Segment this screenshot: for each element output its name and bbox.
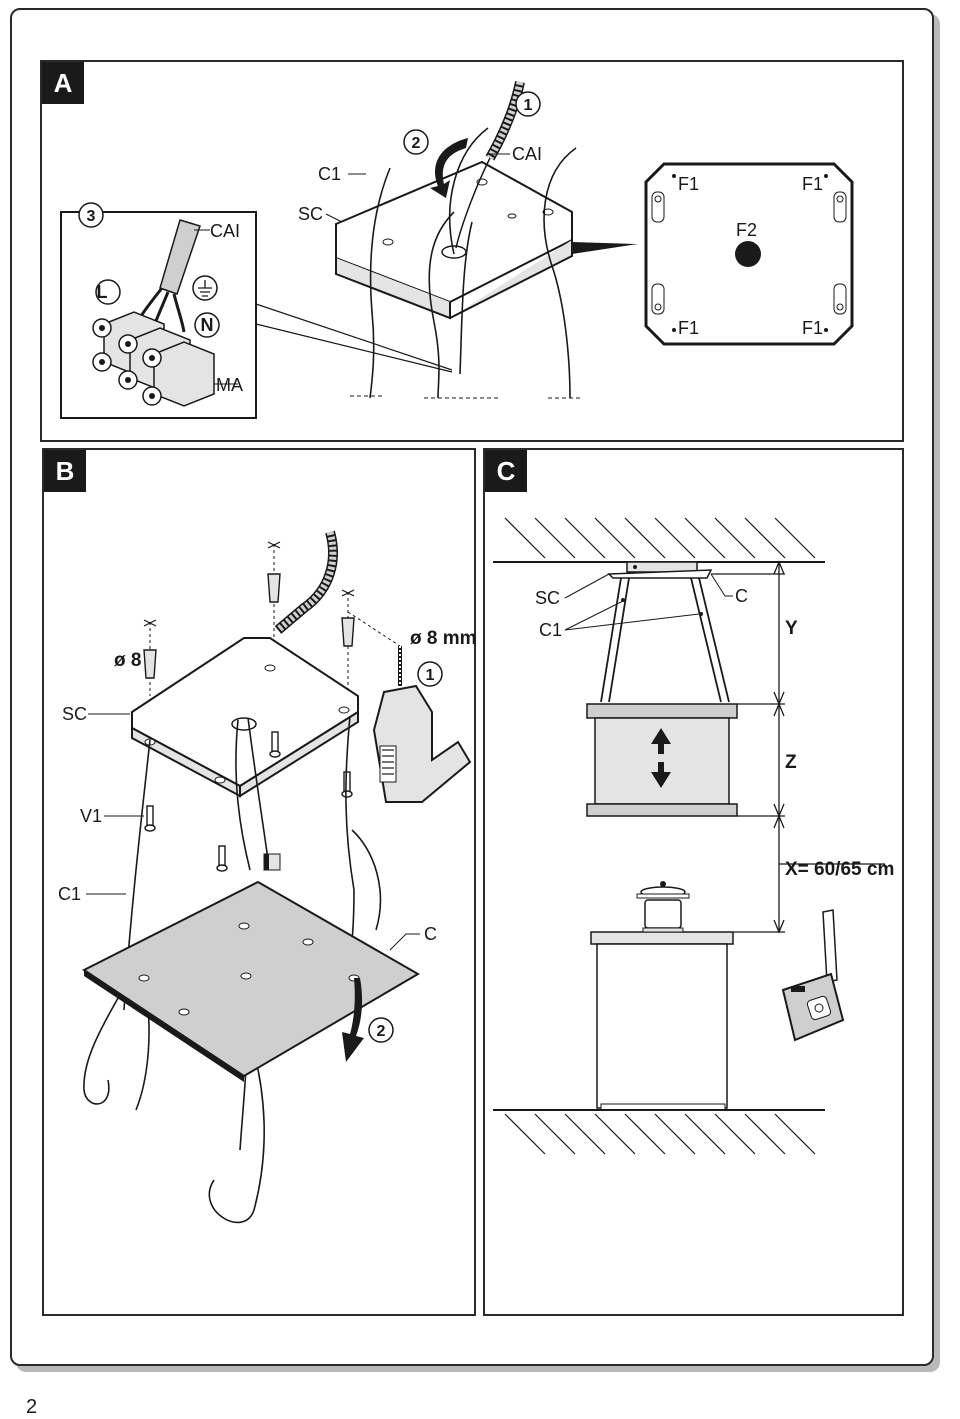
hood-body bbox=[586, 703, 738, 817]
panel-b-drawing: 1 2 ø 8 ø 8 mm SC V1 C1 C bbox=[58, 530, 477, 1224]
panel-a: A bbox=[40, 60, 904, 442]
page-number: 2 bbox=[26, 1396, 38, 1418]
drill bbox=[372, 646, 472, 803]
mounting-template bbox=[644, 162, 854, 346]
step-2-badge bbox=[403, 129, 429, 155]
f1-bottom-left-label: F1 bbox=[678, 318, 699, 338]
panel-b-tag: B bbox=[44, 450, 86, 492]
ceiling-bracket bbox=[335, 160, 638, 320]
sc-label: SC bbox=[62, 704, 87, 724]
cai-inset-label: CAI bbox=[210, 221, 240, 241]
step-1-number: 1 bbox=[426, 667, 435, 684]
step-3-number: 3 bbox=[87, 208, 96, 225]
c-label: C bbox=[735, 586, 748, 606]
terminal-block-inset bbox=[60, 211, 257, 419]
panel-c-tag: C bbox=[485, 450, 527, 492]
ma-label: MA bbox=[216, 375, 243, 395]
panel-a-drawing: 3 CAI L N MA bbox=[60, 81, 854, 419]
ceiling-bracket bbox=[131, 637, 359, 798]
step-2-number: 2 bbox=[377, 1023, 386, 1040]
ceiling-hatch bbox=[493, 517, 825, 563]
c-label: C bbox=[424, 924, 437, 944]
steel-cables bbox=[369, 127, 577, 399]
diameter-8-label: ø 8 bbox=[114, 650, 141, 671]
cai-label: CAI bbox=[512, 144, 542, 164]
f2-label: F2 bbox=[736, 220, 757, 240]
step-1-badge bbox=[515, 91, 541, 117]
panel-b: B bbox=[42, 448, 477, 1316]
tape-measure-icon bbox=[781, 909, 845, 1042]
c1-label: C1 bbox=[539, 620, 562, 640]
f1-top-left-label: F1 bbox=[678, 174, 699, 194]
diameter-8mm-label: ø 8 mm bbox=[410, 628, 477, 649]
neutral-label: N bbox=[201, 315, 214, 335]
panel-c: C bbox=[483, 448, 904, 1316]
sc-label: SC bbox=[298, 204, 323, 224]
c1-label: C1 bbox=[318, 164, 341, 184]
cooking-pot-icon bbox=[636, 881, 690, 933]
f1-bottom-right-label: F1 bbox=[802, 318, 823, 338]
v1-label: V1 bbox=[80, 806, 102, 826]
step-3-badge bbox=[78, 202, 104, 228]
f1-top-right-label: F1 bbox=[802, 174, 823, 194]
cooktop-counter bbox=[590, 931, 734, 1111]
adjust-arrows-icon bbox=[651, 728, 671, 788]
y-dimension-label: Y bbox=[785, 618, 798, 639]
dimension-lines bbox=[711, 560, 885, 934]
live-label: L bbox=[97, 282, 108, 302]
flex-cable bbox=[455, 81, 525, 249]
screws-v1 bbox=[144, 731, 353, 872]
x-dimension-label: X= 60/65 cm bbox=[785, 859, 894, 880]
step-1-badge bbox=[417, 661, 443, 687]
sc-label: SC bbox=[535, 588, 560, 608]
panel-c-drawing: SC C1 C Y Z X= 60/65 cm bbox=[493, 517, 894, 1155]
glass-panel bbox=[82, 880, 420, 1082]
step-2-number: 2 bbox=[412, 135, 421, 152]
connector-block bbox=[263, 853, 281, 871]
wall-plugs bbox=[143, 573, 355, 679]
z-dimension-label: Z bbox=[785, 752, 797, 773]
floor-hatch bbox=[493, 1109, 825, 1155]
c1-label: C1 bbox=[58, 884, 81, 904]
panel-a-tag: A bbox=[42, 62, 84, 104]
step-2-badge bbox=[368, 1017, 394, 1043]
step-1-number: 1 bbox=[524, 97, 533, 114]
